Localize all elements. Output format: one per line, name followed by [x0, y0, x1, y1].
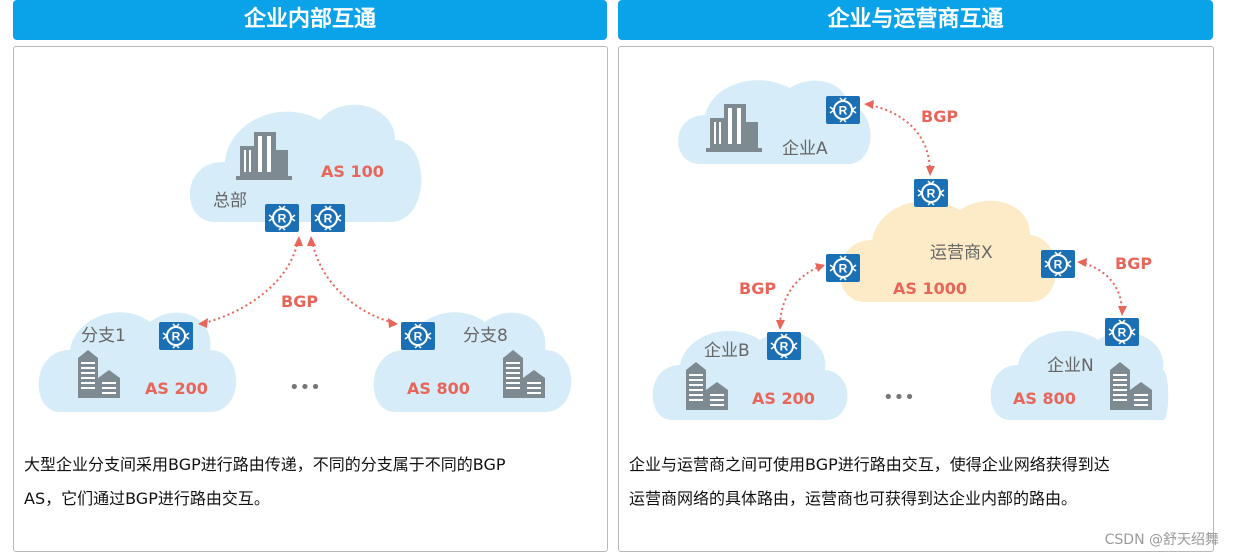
right-bgp-label-top: BGP	[921, 107, 958, 126]
enterprise-a-label: 企业A	[782, 139, 828, 159]
left-panel-title: 企业内部互通	[13, 0, 607, 40]
hq-cloud	[189, 104, 422, 222]
operator-cloud	[839, 200, 1057, 302]
right-description: 企业与运营商之间可使用BGP进行路由交互，使得企业网络获得到达 运营商网络的具体…	[629, 448, 1204, 516]
branch8-as-label: AS 800	[407, 379, 470, 398]
hq-router-icon-1	[264, 203, 300, 233]
enterprise-b-as-label: AS 200	[752, 389, 815, 408]
left-ellipsis: •••	[289, 377, 321, 398]
enterprise-n-router-icon	[1104, 317, 1140, 347]
branch1-router-icon	[158, 321, 194, 351]
operator-as-label: AS 1000	[893, 279, 967, 298]
operator-label: 运营商X	[930, 243, 993, 263]
left-description: 大型企业分支间采用BGP进行路由传递，不同的分支属于不同的BGP AS，它们通过…	[24, 448, 599, 516]
bgp-link-a-operator	[865, 103, 931, 173]
hq-router-icon-2	[310, 203, 346, 233]
right-bgp-label-right: BGP	[1115, 254, 1152, 273]
hq-as-label: AS 100	[321, 162, 384, 181]
branch8-label: 分支8	[463, 326, 508, 346]
enterprise-b-cloud	[652, 330, 848, 420]
left-description-line-2: AS，它们通过BGP进行路由交互。	[24, 489, 270, 508]
enterprise-a-router-icon	[825, 95, 861, 125]
right-ellipsis: •••	[883, 387, 915, 408]
branch1-label: 分支1	[81, 326, 126, 346]
enterprise-n-label: 企业N	[1047, 356, 1094, 376]
left-bgp-label: BGP	[281, 292, 318, 311]
watermark: CSDN @舒天绍舞	[1104, 532, 1219, 548]
hq-label: 总部	[213, 191, 247, 211]
branch1-as-label: AS 200	[145, 379, 208, 398]
operator-router-right-icon	[1040, 249, 1076, 279]
bgp-link-hq-branch1	[199, 239, 299, 325]
operator-router-top-icon	[913, 178, 949, 208]
bgp-link-operator-b	[779, 265, 823, 327]
left-description-line-1: 大型企业分支间采用BGP进行路由传递，不同的分支属于不同的BGP	[24, 455, 506, 474]
right-description-line-2: 运营商网络的具体路由，运营商也可获得到达企业内部的路由。	[629, 489, 1078, 508]
enterprise-n-as-label: AS 800	[1013, 389, 1076, 408]
right-panel-title: 企业与运营商互通	[618, 0, 1213, 40]
right-bgp-label-left: BGP	[739, 279, 776, 298]
bgp-link-hq-branch8	[311, 239, 396, 324]
enterprise-b-router-icon	[766, 331, 802, 361]
operator-router-left-icon	[825, 253, 861, 283]
right-description-line-1: 企业与运营商之间可使用BGP进行路由交互，使得企业网络获得到达	[629, 455, 1110, 474]
branch8-router-icon	[400, 321, 436, 351]
enterprise-b-label: 企业B	[704, 341, 750, 361]
